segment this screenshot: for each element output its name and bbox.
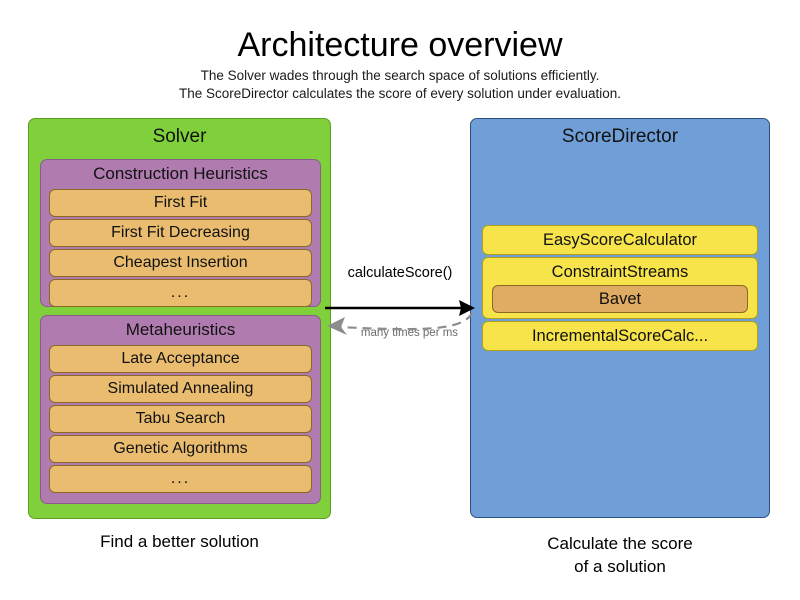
solver-panel: Solver Construction Heuristics First Fit… [28, 118, 331, 519]
construction-heuristics-group: Construction Heuristics First Fit First … [40, 159, 321, 307]
algorithm-item[interactable]: Simulated Annealing [49, 375, 312, 403]
subtitle-line-1: The Solver wades through the search spac… [200, 68, 600, 83]
page-title: Architecture overview [237, 26, 563, 64]
constraint-streams-label: ConstraintStreams [551, 263, 689, 281]
construction-heuristics-items: First Fit First Fit Decreasing Cheapest … [49, 189, 312, 307]
algorithm-item[interactable]: Genetic Algorithms [49, 435, 312, 463]
score-calculator-item[interactable]: IncrementalScoreCalc... [482, 321, 758, 351]
score-director-panel: ScoreDirector EasyScoreCalculator Constr… [470, 118, 770, 518]
algorithm-item[interactable]: First Fit Decreasing [49, 219, 312, 247]
score-calculator-item[interactable]: EasyScoreCalculator [482, 225, 758, 255]
solver-caption: Find a better solution [100, 532, 259, 551]
arrow-group: calculateScore() many times per ms [325, 265, 480, 350]
algorithm-item-more[interactable]: ... [49, 465, 312, 493]
algorithm-item[interactable]: First Fit [49, 189, 312, 217]
algorithm-item[interactable]: Late Acceptance [49, 345, 312, 373]
subtitle-line-2: The ScoreDirector calculates the score o… [179, 86, 621, 101]
backward-arrow-icon [327, 312, 473, 335]
score-director-caption-line-2: of a solution [574, 557, 666, 576]
score-director-caption: Calculate the score of a solution [470, 532, 770, 578]
algorithm-item-more[interactable]: ... [49, 279, 312, 307]
construction-heuristics-title: Construction Heuristics [93, 164, 268, 183]
metaheuristics-items: Late Acceptance Simulated Annealing Tabu… [49, 345, 312, 493]
many-times-per-ms-label: many times per ms [360, 327, 459, 339]
bavet-box[interactable]: Bavet [492, 285, 748, 313]
score-director-caption-line-1: Calculate the score [547, 534, 693, 553]
score-director-panel-title: ScoreDirector [561, 126, 679, 147]
calculate-score-label: calculateScore() [347, 265, 453, 281]
algorithm-item[interactable]: Cheapest Insertion [49, 249, 312, 277]
arrow-svg [325, 300, 475, 335]
metaheuristics-title: Metaheuristics [125, 320, 236, 339]
algorithm-item[interactable]: Tabu Search [49, 405, 312, 433]
metaheuristics-group: Metaheuristics Late Acceptance Simulated… [40, 315, 321, 504]
score-calculator-list: EasyScoreCalculator ConstraintStreams Ba… [482, 225, 758, 351]
forward-arrow-icon [325, 300, 475, 316]
solver-panel-title: Solver [152, 126, 207, 147]
score-calculator-item-constraint-streams[interactable]: ConstraintStreams Bavet [482, 257, 758, 319]
